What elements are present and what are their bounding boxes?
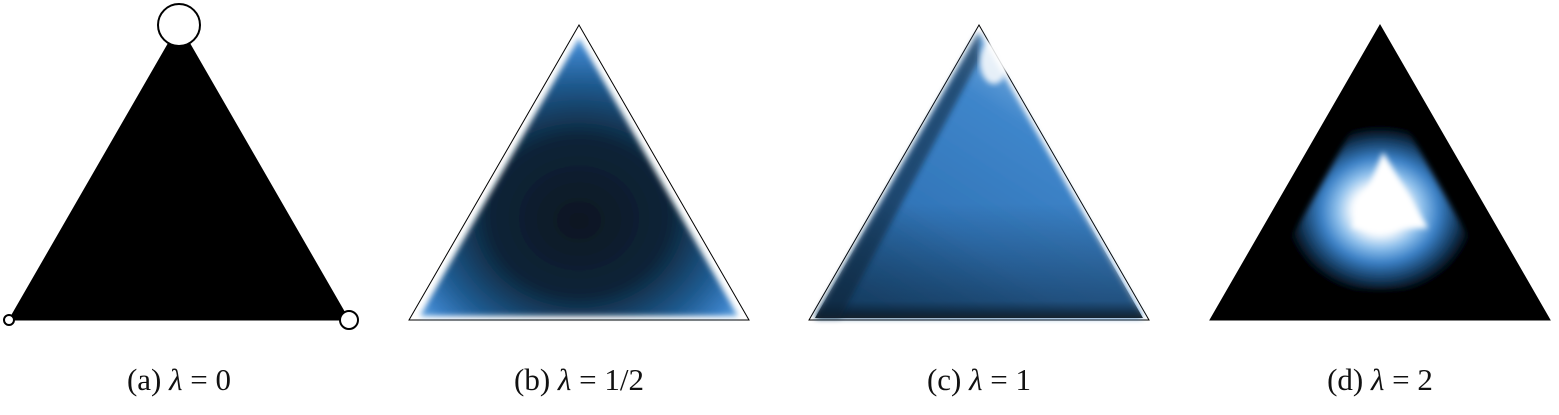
panel-a-vertex-right-marker bbox=[339, 310, 359, 330]
caption-d-equals: = bbox=[1392, 362, 1410, 397]
caption-b-value: 1/2 bbox=[604, 362, 644, 397]
panel-c-simplex bbox=[808, 23, 1150, 321]
caption-a-value: 0 bbox=[215, 362, 232, 397]
caption-a-label: (a) bbox=[126, 362, 162, 397]
panel-c-highlight bbox=[980, 40, 1008, 84]
caption-c-equals: = bbox=[990, 362, 1008, 397]
panel-d-heatmap-center bbox=[1352, 152, 1428, 228]
caption-c-value: 1 bbox=[1015, 362, 1032, 397]
panel-c-heatmap-shade bbox=[815, 32, 1143, 318]
panel-b-heatmap bbox=[420, 38, 738, 316]
panel-c-edge-shade bbox=[815, 32, 979, 318]
caption-b-lambda: λ bbox=[557, 362, 572, 397]
caption-a-equals: = bbox=[190, 362, 208, 397]
panel-a-triangle bbox=[8, 23, 350, 321]
caption-b-label: (b) bbox=[514, 362, 551, 397]
caption-d-label: (d) bbox=[1327, 362, 1364, 397]
caption-b: (b) λ = 1/2 bbox=[429, 362, 729, 406]
caption-c-lambda: λ bbox=[969, 362, 983, 397]
caption-a-lambda: λ bbox=[169, 362, 183, 397]
caption-b-equals: = bbox=[579, 362, 597, 397]
caption-d: (d) λ = 2 bbox=[1230, 362, 1530, 406]
caption-c-label: (c) bbox=[926, 362, 962, 397]
panel-a-vertex-top-marker bbox=[157, 3, 201, 47]
panel-d-simplex bbox=[1209, 23, 1551, 321]
caption-d-value: 2 bbox=[1417, 362, 1433, 397]
panel-a-vertex-left-marker bbox=[3, 314, 15, 326]
caption-a: (a) λ = 0 bbox=[29, 362, 329, 406]
panel-b-simplex bbox=[408, 23, 750, 321]
panel-a-simplex bbox=[3, 3, 359, 330]
caption-d-lambda: λ bbox=[1370, 362, 1385, 397]
caption-c: (c) λ = 1 bbox=[829, 362, 1129, 406]
